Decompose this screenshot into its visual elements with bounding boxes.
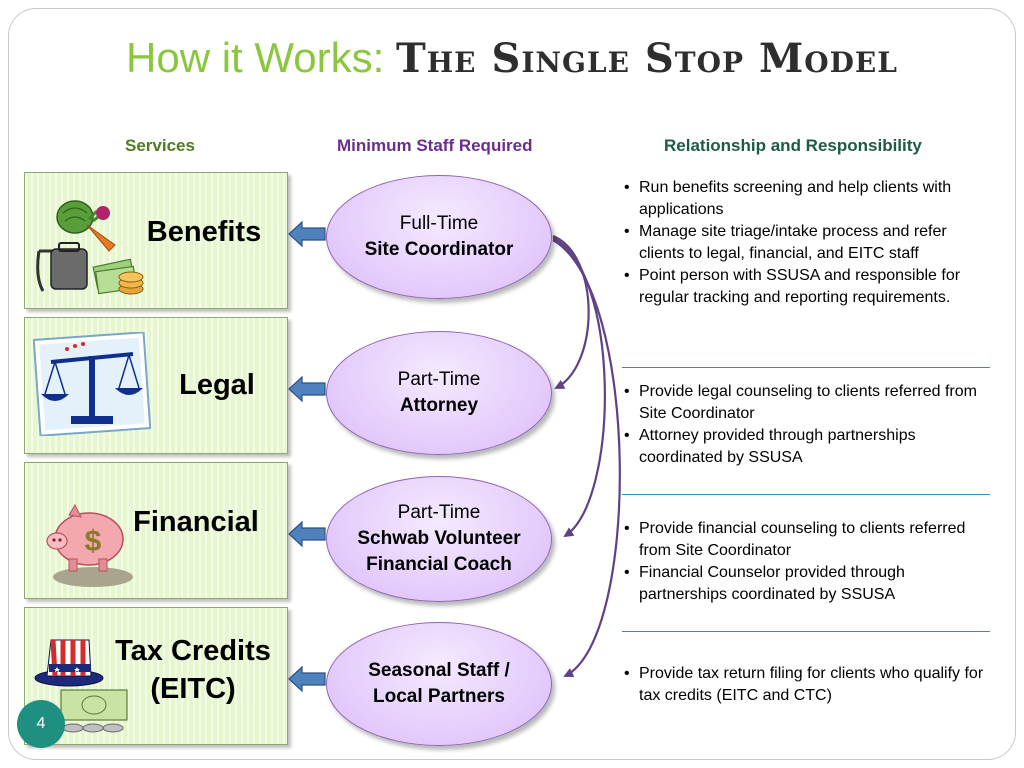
responsibility-divider <box>622 631 990 632</box>
arrow-to-tax-credits-icon <box>288 665 326 693</box>
staff-role-financial-coach: Financial Coach <box>366 554 512 575</box>
service-box-benefits: Benefits <box>24 172 288 309</box>
vegetables-money-bag-icon <box>36 200 144 295</box>
responsibility-item: Run benefits screening and help clients … <box>622 177 994 221</box>
svg-text:$: $ <box>85 525 102 558</box>
arrow-to-financial-icon <box>288 520 326 548</box>
responsibility-item: Provide legal counseling to clients refe… <box>622 381 994 425</box>
slide-frame <box>8 8 1016 760</box>
service-box-tax-credits: Tax Credits (EITC) <box>24 607 288 745</box>
staff-oval-financial-coach: Part-Time Schwab Volunteer Financial Coa… <box>326 476 552 602</box>
scales-of-justice-icon <box>33 332 151 436</box>
responsibility-item: Manage site triage/intake process and re… <box>622 221 994 265</box>
connector-to-attorney <box>552 234 590 389</box>
service-label-legal: Legal <box>179 369 255 401</box>
service-box-financial: $ Financial <box>24 462 288 599</box>
responsibility-divider <box>622 367 990 368</box>
responsibility-item: Attorney provided through partnerships c… <box>622 425 994 469</box>
staff-type-part-time: Part-Time <box>397 369 481 390</box>
service-box-legal: Legal <box>24 317 288 454</box>
responsibility-legal: Provide legal counseling to clients refe… <box>622 381 994 469</box>
staff-role-local-partners: Local Partners <box>373 686 505 707</box>
title-main: The Single Stop Model <box>395 35 898 82</box>
staff-oval-attorney: Part-Time Attorney <box>326 331 552 455</box>
responsibility-item: Point person with SSUSA and responsible … <box>622 265 994 309</box>
tax-credits-label-line1: Tax Credits <box>115 635 271 667</box>
staff-role-site-coordinator: Site Coordinator <box>364 239 514 260</box>
staff-role-attorney: Attorney <box>399 395 479 416</box>
responsibility-header: Relationship and Responsibility <box>664 136 922 155</box>
responsibility-financial: Provide financial counseling to clients … <box>622 518 994 606</box>
service-label-benefits: Benefits <box>146 216 262 248</box>
connector-to-financial-coach <box>552 237 606 538</box>
service-label-tax-credits: Tax Credits (EITC) <box>97 632 289 708</box>
services-header: Services <box>125 136 195 155</box>
responsibility-item: Provide tax return filing for clients wh… <box>622 663 994 707</box>
responsibility-divider <box>622 494 990 495</box>
arrow-to-benefits-icon <box>288 220 326 248</box>
piggy-bank-icon: $ <box>46 503 133 587</box>
title-prefix: How it Works: <box>126 34 396 81</box>
staff-header: Minimum Staff Required <box>337 136 533 155</box>
responsibility-tax-credits: Provide tax return filing for clients wh… <box>622 663 994 707</box>
responsibility-benefits: Run benefits screening and help clients … <box>622 177 994 309</box>
uncle-sam-hat-money-icon <box>34 639 128 733</box>
staff-type-part-time: Part-Time <box>397 502 481 523</box>
tax-credits-label-line2: (EITC) <box>150 673 236 705</box>
responsibility-item: Financial Counselor provided through par… <box>622 562 994 606</box>
staff-type-full-time: Full-Time <box>399 213 479 234</box>
connector-to-seasonal-staff <box>552 239 621 678</box>
arrow-to-legal-icon <box>288 375 326 403</box>
staff-role-schwab-volunteer: Schwab Volunteer <box>357 528 521 549</box>
staff-oval-site-coordinator: Full-Time Site Coordinator <box>326 175 552 299</box>
staff-oval-seasonal-staff: Seasonal Staff / Local Partners <box>326 622 552 746</box>
responsibility-item: Provide financial counseling to clients … <box>622 518 994 562</box>
slide-title: How it Works: The Single Stop Model <box>0 34 1024 82</box>
page-number: 4 <box>17 700 65 748</box>
service-label-financial: Financial <box>133 506 259 538</box>
staff-role-seasonal-staff: Seasonal Staff / <box>368 660 510 681</box>
